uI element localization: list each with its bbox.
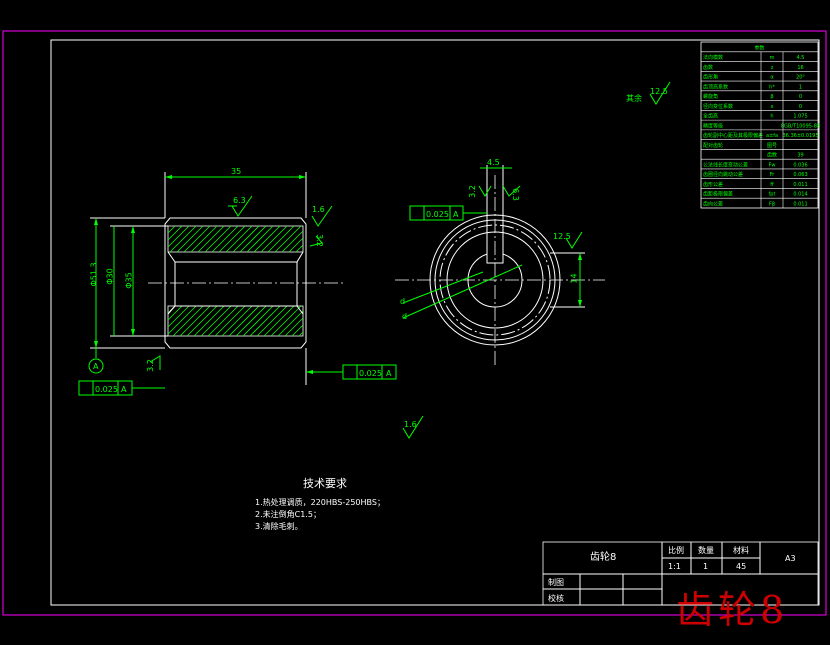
params-row-value: 8GB/T10095-88 (781, 123, 820, 129)
params-row-label: 齿形公差 (703, 181, 723, 188)
params-row-symbol: Fw (769, 162, 776, 168)
params-row-value: 36.36±0.0195 (783, 133, 819, 139)
params-row-value: 0.011 (793, 202, 807, 208)
params-row-label: 法向模数 (703, 54, 723, 61)
params-row-symbol: z (771, 65, 774, 71)
params-row-label: 径向变位系数 (703, 103, 733, 110)
params-row-value: 39 (797, 153, 803, 159)
params-row-symbol: 齿数 (767, 152, 777, 159)
section-view (78, 172, 397, 396)
params-row-symbol: h* (769, 84, 775, 90)
params-row-symbol: β (770, 94, 773, 100)
params-row-symbol: Fβ (769, 202, 775, 208)
params-row-value: 0.011 (793, 182, 807, 188)
params-row-symbol: h (770, 114, 773, 120)
params-row-value: 1.075 (793, 114, 807, 120)
params-row-label: 配对齿轮 (703, 142, 723, 149)
params-row-label: 齿距极限偏差 (703, 191, 733, 198)
params-row-symbol: ff (770, 182, 774, 188)
params-row-label: 齿轮副中心距及其极限偏差 (703, 132, 763, 139)
params-row-symbol: fpt (769, 192, 776, 198)
params-row-value: 1 (799, 84, 802, 90)
params-row-symbol: 图号 (767, 143, 777, 149)
params-header: 参数 (754, 44, 764, 51)
params-row-value: 0.063 (793, 172, 807, 178)
params-row-value: 0 (799, 94, 802, 100)
params-row-label: 公法线长度变动公差 (703, 161, 748, 168)
drawing-frame (50, 39, 820, 606)
params-row-value: 20° (796, 75, 805, 81)
params-row-symbol: a±fa (766, 133, 778, 139)
params-row-symbol: m (770, 55, 775, 61)
params-row-label: 齿向公差 (703, 201, 723, 208)
params-row-label: 螺旋角 (703, 93, 718, 100)
params-row-value: 4.5 (797, 55, 805, 61)
params-row-value: 0.036 (793, 162, 807, 168)
params-row-value: 16 (797, 65, 803, 71)
params-row-label: 精度等级 (703, 122, 723, 129)
params-row-symbol: x (771, 104, 774, 110)
params-row-label: 齿数 (703, 64, 713, 71)
params-row-symbol: α (770, 75, 774, 81)
params-row-label: 齿圈径向跳动公差 (703, 171, 743, 178)
sheet-border (2, 30, 827, 616)
params-row-label: 齿顶高系数 (703, 83, 728, 90)
params-row-symbol: Fr (770, 172, 776, 178)
params-row-label: 齿形角 (703, 74, 718, 81)
end-view (395, 81, 671, 439)
params-row-label: 全齿高 (703, 113, 718, 120)
params-row-value: 0.014 (793, 192, 807, 198)
title-block (542, 541, 819, 606)
params-row-value: 0 (799, 104, 802, 110)
